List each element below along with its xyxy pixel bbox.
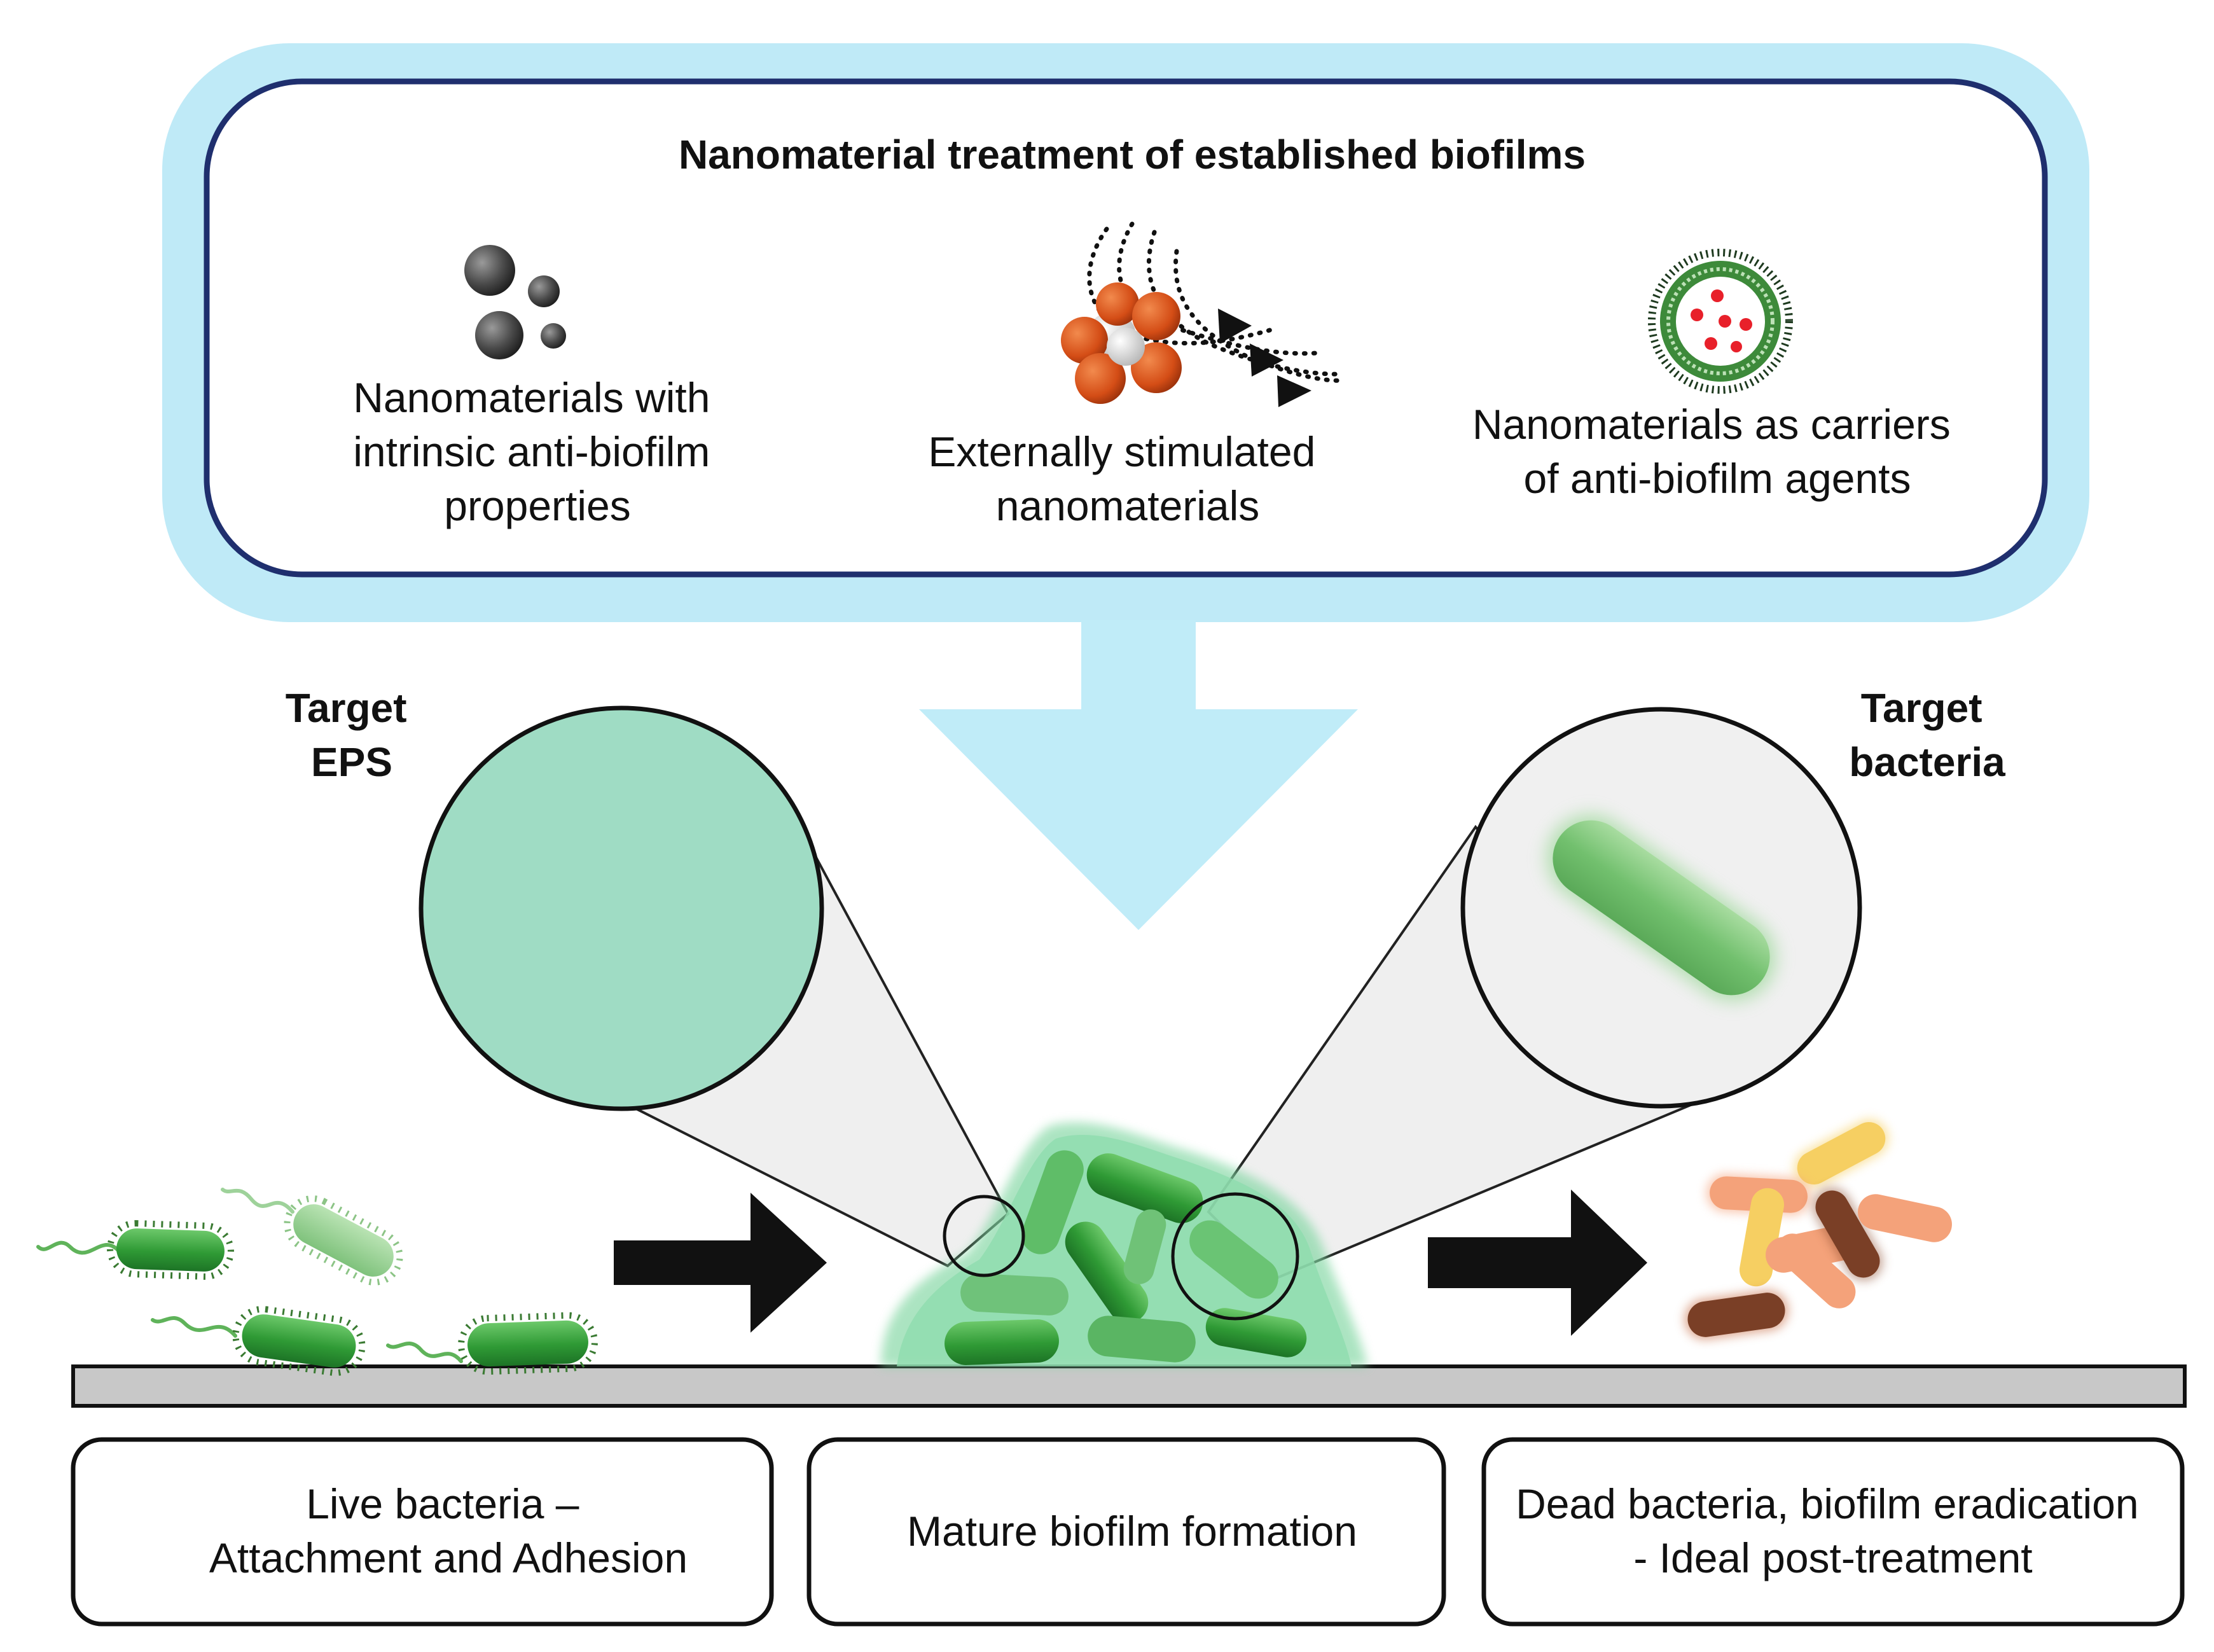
carrier-vesicle-icon — [1648, 249, 1793, 394]
stimulated-nanocluster-icon — [1061, 221, 1345, 407]
bacterium-zoom-circle — [1460, 707, 1862, 1109]
dead-bacteria-group — [1684, 1119, 1952, 1340]
stage-arrow-2 — [1428, 1190, 1647, 1336]
mature-biofilm — [881, 1122, 1367, 1366]
attachment-surface — [71, 1364, 2187, 1408]
eps-magnify-ring — [943, 1195, 1025, 1277]
stage-box-dead: Dead bacteria, biofilm eradication - Ide… — [1481, 1437, 2185, 1627]
target-bacteria-label: Target bacteria — [1849, 685, 2005, 785]
stage-box-live: Live bacteria – Attachment and Adhesion — [71, 1437, 774, 1627]
bacteria-magnify-ring — [1171, 1192, 1299, 1321]
strategy-intrinsic-label: Nanomaterials with intrinsic anti-biofil… — [353, 374, 722, 529]
eps-zoom-circle — [419, 705, 824, 1111]
treatment-down-arrow — [919, 620, 1358, 930]
svg-text:Dead bacteria, biofilm eradica: Dead bacteria, biofilm eradication - Ide… — [1516, 1480, 2150, 1581]
target-eps-label: Target EPS — [286, 685, 419, 785]
intrinsic-nanoparticles-icon — [464, 245, 566, 359]
stage-arrow-1 — [614, 1193, 827, 1333]
stage-box-mature: Mature biofilm formation — [806, 1437, 1446, 1627]
live-bacteria-group — [36, 1188, 598, 1377]
treatment-title: Nanomaterial treatment of established bi… — [679, 132, 1586, 177]
svg-text:Mature biofilm formation: Mature biofilm formation — [907, 1508, 1357, 1555]
strategy-stimulated-label: Externally stimulated nanomaterials — [928, 428, 1327, 529]
svg-text:Live bacteria – Attachme: Live bacteria – Attachment and Adhesion — [209, 1480, 688, 1581]
strategy-carrier-label: Nanomaterials as carriers of anti-biofil… — [1472, 401, 1962, 502]
